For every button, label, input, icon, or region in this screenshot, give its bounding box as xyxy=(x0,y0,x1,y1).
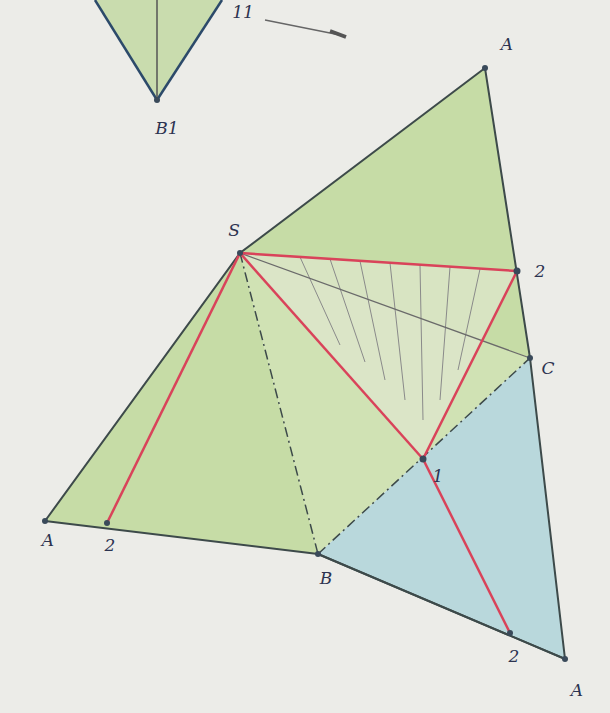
point-label: 2 xyxy=(105,537,116,554)
section xyxy=(240,253,517,459)
fold-line xyxy=(240,253,530,358)
point-label: A xyxy=(42,532,54,549)
point-label: 2 xyxy=(509,648,520,665)
point-label: 11 xyxy=(232,4,254,21)
section-lines xyxy=(107,253,517,633)
point-label: A xyxy=(571,682,583,699)
point-label: B1 xyxy=(155,120,178,137)
point-label: C xyxy=(541,360,554,377)
pencil-mark xyxy=(330,31,346,37)
edge xyxy=(95,0,157,100)
edge xyxy=(318,554,565,659)
outline xyxy=(45,68,565,659)
point-label: A xyxy=(501,36,513,53)
hatching xyxy=(300,257,480,420)
fold-line xyxy=(318,358,530,554)
pencil-line xyxy=(265,20,345,36)
point-label: B xyxy=(320,570,333,587)
edge xyxy=(156,0,158,100)
point-label: 2 xyxy=(535,263,546,280)
point-label: S xyxy=(228,222,240,239)
edge xyxy=(157,0,222,100)
points xyxy=(42,65,568,662)
partial-face xyxy=(95,0,222,100)
point-label: 1 xyxy=(433,468,444,485)
